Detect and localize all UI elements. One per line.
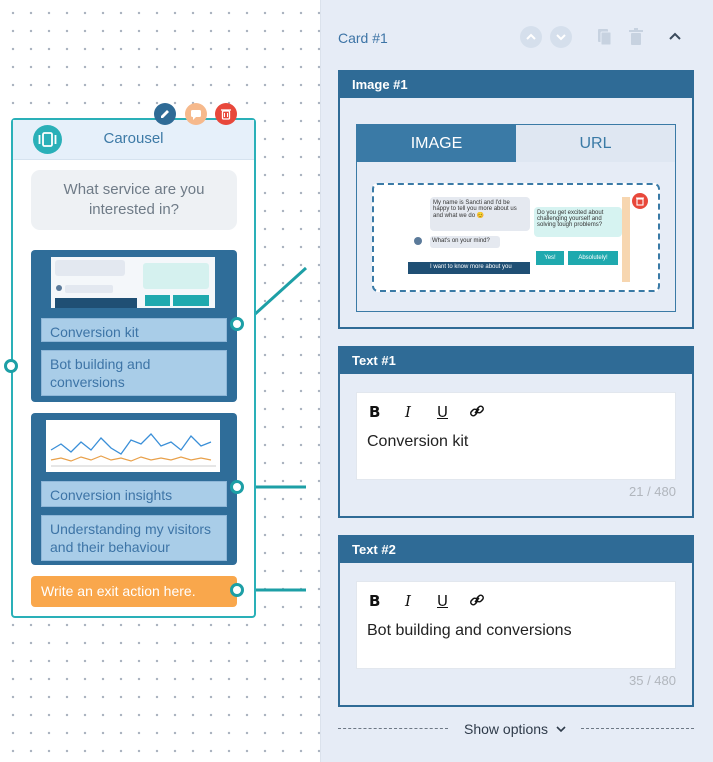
input-port[interactable]	[4, 359, 18, 373]
char-count-1: 21 / 480	[629, 484, 676, 499]
text-section-2-title: Text #2	[340, 537, 692, 563]
char-count-2: 35 / 480	[629, 673, 676, 688]
text-editor-1[interactable]: B I U Conversion kit	[356, 392, 676, 480]
show-options-label: Show options	[464, 721, 549, 737]
preview-sidebar	[622, 197, 630, 282]
card-button-conversion-insights[interactable]: Conversion insights	[41, 481, 227, 507]
image-section: Image #1 IMAGE URL My name is Sancti and…	[338, 70, 694, 329]
exit-action[interactable]: Write an exit action here.	[31, 576, 237, 607]
carousel-card-1[interactable]: Conversion kit Bot building and conversi…	[31, 250, 237, 402]
preview-absolutely: Absolutely!	[568, 251, 618, 265]
node-header: Carousel	[13, 120, 254, 160]
carousel-icon	[33, 125, 62, 154]
link-icon[interactable]	[469, 592, 485, 613]
card-button-bot-building[interactable]: Bot building and conversions	[41, 350, 227, 396]
move-up-icon[interactable]	[520, 26, 542, 48]
underline-button[interactable]: U	[437, 592, 448, 610]
preview-message-2: Do you get excited about challenging you…	[534, 207, 622, 237]
preview-message-1: My name is Sancti and I'd be happy to te…	[430, 197, 530, 231]
card-title: Card #1	[338, 30, 388, 46]
text-section-1-title: Text #1	[340, 348, 692, 374]
text-section-2: Text #2 B I U Bot building and conversio…	[338, 535, 694, 707]
edit-icon[interactable]	[154, 103, 176, 125]
card-thumbnail	[51, 257, 215, 308]
preview-message-3: What's on your mind?	[430, 236, 500, 248]
text-editor-2[interactable]: B I U Bot building and conversions	[356, 581, 676, 669]
node-title: Carousel	[103, 130, 164, 147]
tab-image[interactable]: IMAGE	[357, 125, 516, 162]
tab-url[interactable]: URL	[516, 125, 675, 162]
output-port-card-1[interactable]	[230, 317, 244, 331]
italic-button[interactable]: I	[405, 592, 411, 610]
italic-button[interactable]: I	[405, 403, 411, 421]
preview-delete-icon[interactable]	[632, 193, 648, 209]
card-button-understanding-visitors[interactable]: Understanding my visitors and their beha…	[41, 515, 227, 561]
divider-right	[581, 728, 694, 729]
chevron-down-icon	[556, 726, 566, 733]
copy-icon[interactable]	[594, 27, 614, 52]
collapse-icon[interactable]	[667, 28, 683, 49]
image-widget: IMAGE URL My name is Sancti and I'd be h…	[356, 124, 676, 312]
text-content-2[interactable]: Bot building and conversions	[367, 622, 572, 639]
move-down-icon[interactable]	[550, 26, 572, 48]
carousel-node[interactable]: Carousel What service are you interested…	[11, 118, 256, 618]
link-icon[interactable]	[469, 403, 485, 424]
output-port-card-2[interactable]	[230, 480, 244, 494]
card-editor-panel: Card #1 Image #1 IMAGE URL My name is Sa…	[320, 0, 713, 762]
image-preview[interactable]: My name is Sancti and I'd be happy to te…	[372, 183, 660, 292]
text-section-1: Text #1 B I U Conversion kit 21 / 480	[338, 346, 694, 518]
card-button-conversion-kit[interactable]: Conversion kit	[41, 318, 227, 342]
preview-yes: Yes!	[536, 251, 564, 265]
trash-icon[interactable]	[626, 27, 646, 52]
text-content-1[interactable]: Conversion kit	[367, 433, 469, 450]
bold-button[interactable]: B	[369, 592, 381, 610]
avatar	[414, 237, 422, 245]
divider-left	[338, 728, 448, 729]
comment-icon[interactable]	[185, 103, 207, 125]
image-section-title: Image #1	[340, 72, 692, 98]
prompt-bubble: What service are you interested in?	[31, 170, 237, 230]
delete-icon[interactable]	[215, 103, 237, 125]
bold-button[interactable]: B	[369, 403, 381, 421]
card-thumbnail	[46, 420, 220, 472]
output-port-exit[interactable]	[230, 583, 244, 597]
underline-button[interactable]: U	[437, 403, 448, 421]
show-options-button[interactable]: Show options	[464, 721, 567, 737]
preview-message-4: I want to know more about you	[408, 262, 530, 274]
carousel-card-2[interactable]: Conversion insights Understanding my vis…	[31, 413, 237, 565]
